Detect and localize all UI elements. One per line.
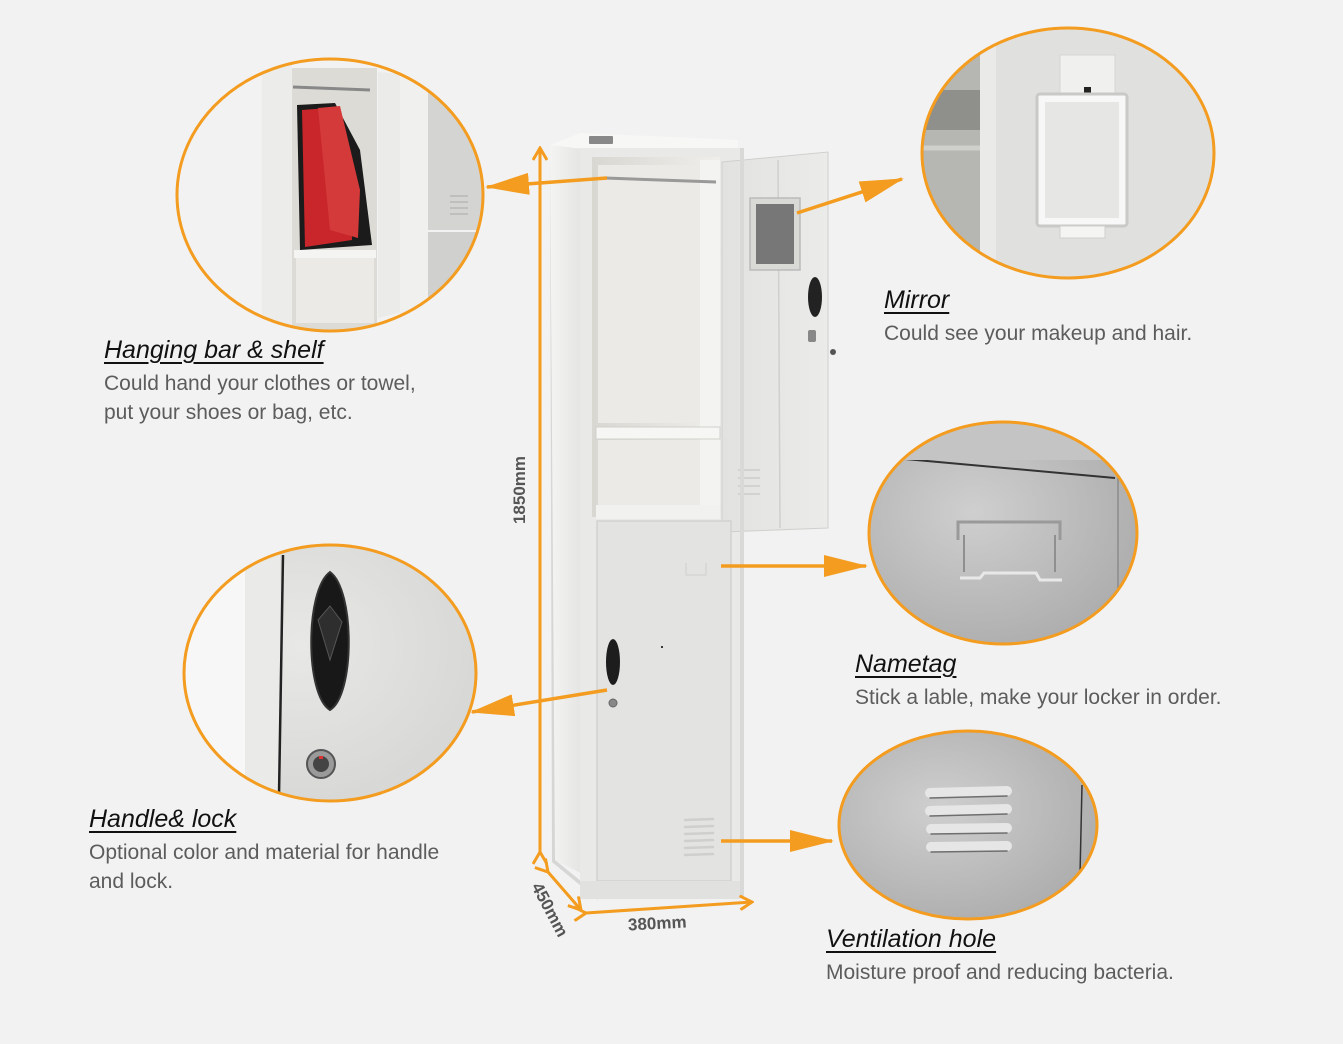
callout-circle-nametag bbox=[867, 420, 1139, 646]
lower-vents bbox=[683, 817, 715, 857]
locker-illustration bbox=[550, 133, 836, 900]
feature-desc-line: and lock. bbox=[89, 870, 174, 893]
width-dimension-label: 380mm bbox=[627, 912, 688, 935]
callout-arrows bbox=[470, 172, 904, 852]
lower-door bbox=[596, 520, 732, 882]
feature-desc-line: Could see your makeup and hair. bbox=[884, 322, 1193, 345]
feature-desc-line: Could hand your clothes or towel, bbox=[104, 372, 416, 395]
feature-desc-line: put your shoes or bag, etc. bbox=[104, 401, 353, 424]
feature-title: Hanging bar & shelf bbox=[104, 336, 324, 364]
callout-circle-mirror bbox=[920, 26, 1216, 280]
feature-title: Ventilation hole bbox=[826, 925, 997, 953]
feature-title: Mirror bbox=[884, 286, 950, 314]
hanging-bar bbox=[604, 176, 717, 184]
nametag-slot bbox=[685, 563, 707, 576]
lower-lock bbox=[608, 698, 618, 708]
callout-circle-ventilation bbox=[837, 729, 1099, 921]
upper-handle bbox=[808, 277, 822, 317]
feature-desc-line: Moisture proof and reducing bacteria. bbox=[826, 961, 1174, 984]
shelf bbox=[595, 426, 721, 440]
feature-title: Handle& lock bbox=[89, 805, 237, 833]
lower-handle bbox=[606, 639, 620, 685]
feature-desc-line: Optional color and material for handle bbox=[89, 841, 440, 864]
dimension-arrows bbox=[540, 148, 752, 913]
vent-slats bbox=[925, 786, 1012, 853]
callout-circle-hanging-bar bbox=[175, 57, 485, 333]
upper-door-open bbox=[721, 151, 829, 533]
feature-desc-line: Stick a lable, make your locker in order… bbox=[855, 686, 1222, 709]
brand-plate bbox=[589, 136, 613, 144]
height-dimension-label: 1850mm bbox=[510, 455, 530, 525]
feature-title: Nametag bbox=[855, 650, 957, 678]
callout-circle-handle-lock bbox=[182, 543, 478, 803]
